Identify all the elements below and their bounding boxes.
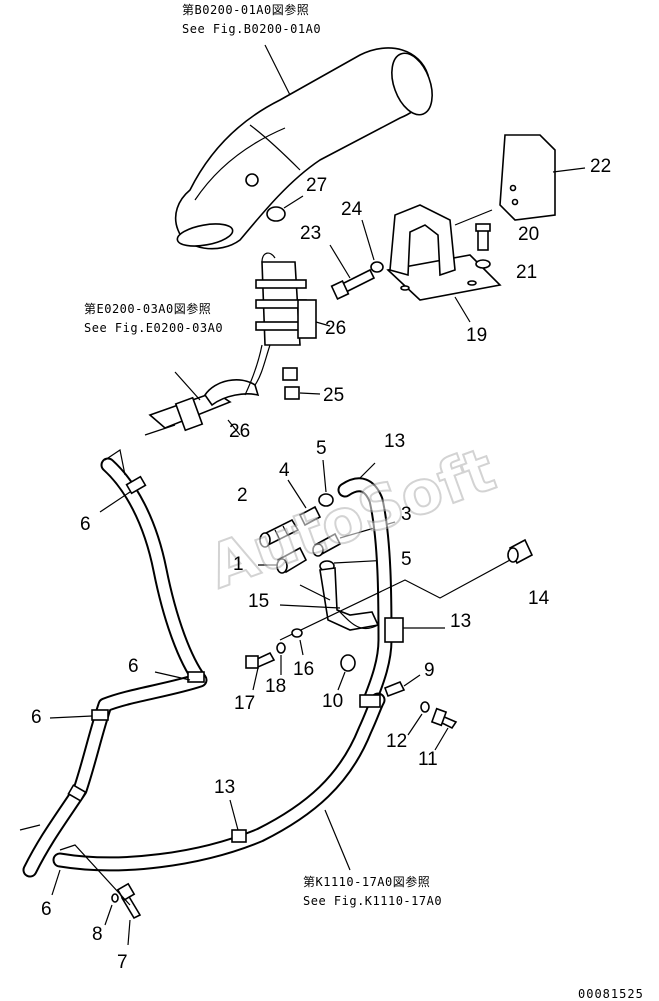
part-23-bolt bbox=[329, 244, 376, 300]
part-21-washer bbox=[475, 259, 491, 269]
part-5a-fitting bbox=[318, 459, 334, 507]
callout-6-b: 6 bbox=[128, 656, 139, 677]
callout-12: 12 bbox=[386, 731, 407, 752]
watermark-text: AutoSoft bbox=[200, 435, 504, 603]
ref-bottom-jp: 第K1110-17A0図参照 bbox=[303, 874, 430, 889]
part-3-fitting bbox=[312, 521, 396, 557]
part-8-washer bbox=[104, 893, 119, 926]
callout-7: 7 bbox=[117, 952, 128, 973]
callout-24: 24 bbox=[341, 199, 363, 220]
callout-2: 2 bbox=[237, 485, 248, 506]
ref-top-jp: 第B0200-01A0図参照 bbox=[182, 2, 309, 17]
ref-left-en: See Fig.E0200-03A0 bbox=[84, 321, 223, 335]
callout-19: 19 bbox=[466, 325, 487, 346]
callout-25: 25 bbox=[323, 385, 344, 406]
valve-assembly-left bbox=[144, 344, 271, 436]
callout-3: 3 bbox=[401, 504, 412, 525]
callout-23: 23 bbox=[300, 223, 321, 244]
part-25-cap bbox=[282, 367, 321, 400]
callout-6-c: 6 bbox=[31, 707, 42, 728]
part-20-bolt bbox=[475, 223, 491, 251]
ref-top-en: See Fig.B0200-01A0 bbox=[182, 22, 321, 36]
callout-9: 9 bbox=[424, 660, 435, 681]
part-17-bolt bbox=[245, 651, 276, 691]
part-19-bracket bbox=[386, 204, 502, 323]
callout-5-bottom: 5 bbox=[401, 549, 412, 570]
part-11-bolt bbox=[430, 707, 458, 751]
callout-27: 27 bbox=[306, 175, 327, 196]
callout-6-a: 6 bbox=[80, 514, 91, 535]
part-9-clamp bbox=[383, 674, 421, 698]
part-10-spacer bbox=[337, 654, 356, 691]
part-13-main-hose bbox=[52, 692, 386, 872]
air-duct bbox=[174, 47, 433, 250]
part-26-clamp-assembly bbox=[255, 252, 331, 346]
callout-17: 17 bbox=[234, 693, 255, 714]
callout-13-top: 13 bbox=[384, 431, 405, 452]
part-27-plug bbox=[266, 195, 304, 222]
callout-16: 16 bbox=[293, 659, 314, 680]
ref-left-jp: 第E0200-03A0図参照 bbox=[84, 301, 211, 316]
callout-4: 4 bbox=[279, 460, 290, 481]
part-12-washer bbox=[407, 701, 430, 736]
lower-clamp-6 bbox=[51, 844, 131, 906]
drawing-code: 00081525 bbox=[578, 987, 644, 1001]
part-1-fitting bbox=[258, 546, 308, 574]
callout-13-mid: 13 bbox=[450, 611, 471, 632]
callout-11: 11 bbox=[418, 749, 438, 770]
callout-1: 1 bbox=[233, 554, 244, 575]
callout-8: 8 bbox=[92, 924, 103, 945]
part-16-washer bbox=[291, 628, 304, 656]
callout-5-top: 5 bbox=[316, 438, 327, 459]
part-24-washer bbox=[361, 219, 384, 273]
part-14-cap bbox=[279, 538, 534, 641]
callout-10: 10 bbox=[322, 691, 343, 712]
callout-14: 14 bbox=[528, 588, 550, 609]
callout-26-bottom: 26 bbox=[229, 421, 250, 442]
callout-6-d: 6 bbox=[41, 899, 52, 920]
callout-20: 20 bbox=[518, 224, 539, 245]
part-18-washer bbox=[276, 642, 286, 675]
part-15-bracket bbox=[279, 604, 341, 609]
callout-21: 21 bbox=[516, 262, 537, 283]
callout-26-top: 26 bbox=[325, 318, 346, 339]
callout-15: 15 bbox=[248, 591, 269, 612]
ref-bottom-en: See Fig.K1110-17A0 bbox=[303, 894, 442, 908]
part-4-fitting bbox=[287, 479, 322, 527]
callout-22: 22 bbox=[590, 156, 611, 177]
part-6-hose bbox=[19, 449, 208, 878]
part-2-fitting bbox=[259, 518, 300, 548]
part-7-bolt bbox=[116, 882, 142, 946]
callout-18: 18 bbox=[265, 676, 286, 697]
callout-13-bottom: 13 bbox=[214, 777, 235, 798]
part-22-bracket bbox=[499, 134, 586, 221]
